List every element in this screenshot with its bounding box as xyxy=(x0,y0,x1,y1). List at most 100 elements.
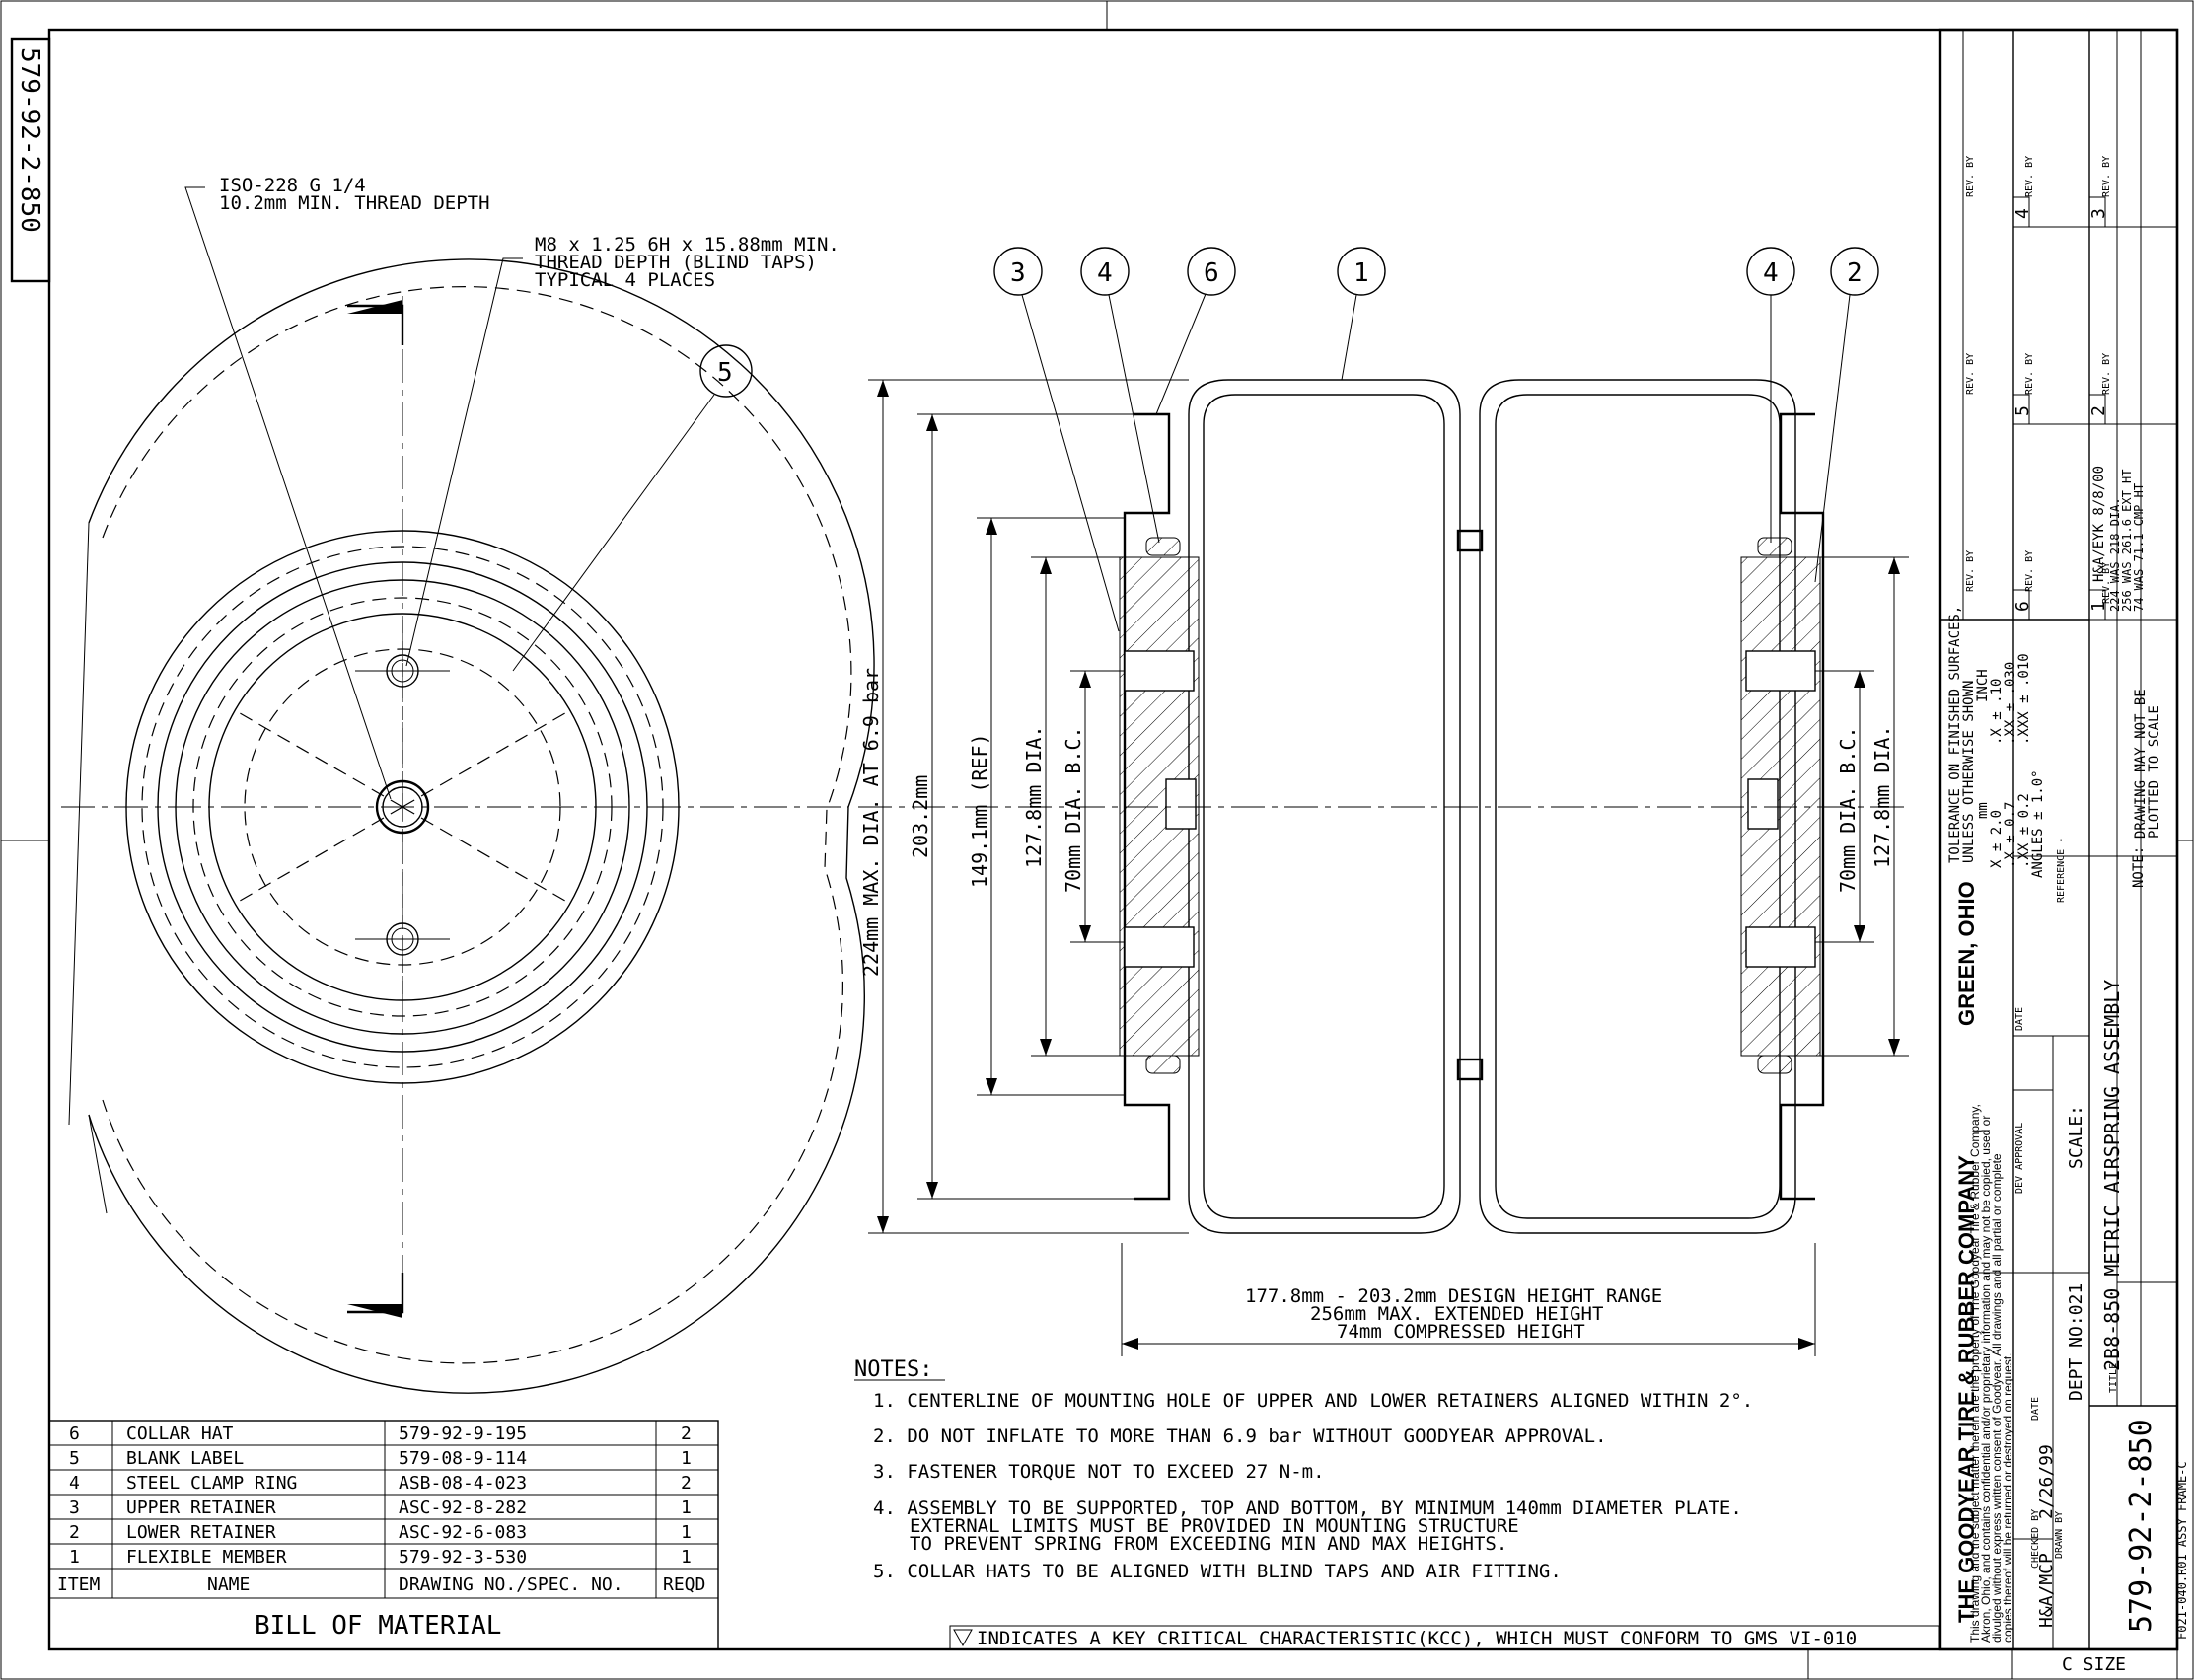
scale-label: SCALE: xyxy=(2066,1105,2086,1169)
rev-num-2: 2 xyxy=(2088,405,2109,416)
balloon-2-label: 2 xyxy=(1847,258,1863,288)
kcc-note: INDICATES A KEY CRITICAL CHARACTERISTIC(… xyxy=(949,1625,1940,1650)
rev1-line2: 256 WAS 261.6 EXT HT xyxy=(2120,470,2134,613)
drawn-by-label: DRAWN BY xyxy=(2054,1511,2065,1559)
bom-row-3-col-1: UPPER RETAINER xyxy=(126,1497,276,1518)
drawn-date: 2/26/99 xyxy=(2036,1444,2057,1519)
drawn-date-label: DATE xyxy=(2030,1397,2041,1421)
bom-row-5-col-3: 1 xyxy=(681,1547,692,1568)
tol-mm-3: .XX ± 0.2 xyxy=(2016,793,2032,868)
top-view xyxy=(61,258,875,1394)
rev-num-5: 5 xyxy=(2012,405,2033,416)
height-line1: 177.8mm - 203.2mm DESIGN HEIGHT RANGE xyxy=(1245,1285,1662,1307)
notes-heading: NOTES: xyxy=(854,1357,932,1382)
rev1-line1: 224 WAS 218 DIA. xyxy=(2108,497,2122,612)
rev-num-3: 3 xyxy=(2088,208,2109,219)
bom-row-0-col-3: 2 xyxy=(681,1424,692,1444)
balloon-1-label: 1 xyxy=(1353,258,1369,288)
bom-row-2-col-2: ASB-08-4-023 xyxy=(399,1473,527,1494)
frame-code: F021-040.R01 ASSY FRAME-C xyxy=(2175,1461,2189,1640)
dim-127-right: 127.8mm DIA. xyxy=(1870,726,1894,869)
bom-row-2-col-3: 2 xyxy=(681,1473,692,1494)
checked-label: CHECKED BY xyxy=(2030,1509,2041,1569)
section-dimensions: 224mm MAX. DIA. AT 6.9 bar 203.2mm 149.1… xyxy=(859,379,1909,1356)
iso-thread-line1: ISO-228 G 1/4 xyxy=(219,175,366,196)
dev-approval: DEV APPROVAL xyxy=(2014,1123,2025,1194)
note-3: 3. FASTENER TORQUE NOT TO EXCEED 27 N-m. xyxy=(873,1461,1325,1483)
company-name: THE GOODYEAR TIRE & RUBBER COMPANY xyxy=(1954,1155,1979,1623)
tol-in-2: .XX ± .030 xyxy=(2003,662,2018,745)
rev-by-c: REV. BY xyxy=(1965,550,1976,592)
sheet-size: C SIZE xyxy=(2062,1654,2126,1675)
proprietary-4: copies thereof will be returned or destr… xyxy=(2001,1352,2014,1643)
bom-row-1-col-1: BLANK LABEL xyxy=(126,1448,244,1469)
section-balloons: 3 4 6 1 4 2 xyxy=(993,247,1879,632)
section-view xyxy=(858,379,1904,1234)
bill-of-material: 6 COLLAR HAT 579-92-9-195 2 5 BLANK LABEL 579-… xyxy=(48,1420,719,1650)
dim-bc70-right: 70mm DIA. B.C. xyxy=(1836,726,1860,893)
note-label: NOTE: xyxy=(2131,846,2147,888)
bom-row-0-col-0: 6 xyxy=(69,1424,80,1444)
top-view-callouts: ISO-228 G 1/4 10.2mm MIN. THREAD DEPTH M… xyxy=(184,175,840,800)
bom-row-2-col-0: 4 xyxy=(69,1473,80,1494)
tol-angles: ANGLES ± 1.0° xyxy=(2030,769,2046,878)
note-4c: TO PREVENT SPRING FROM EXCEEDING MIN AND… xyxy=(910,1533,1507,1555)
rev-by-d: REV. BY xyxy=(2024,156,2035,197)
tol-in-1: .X ± .10 xyxy=(1989,679,2005,745)
title-label: TITLE xyxy=(2108,1363,2119,1393)
tol-inch-head: INCH xyxy=(1975,669,1991,702)
bom-row-3-col-0: 3 xyxy=(69,1497,80,1518)
bom-header-name: NAME xyxy=(207,1574,250,1595)
rev-by-g: REV. BY xyxy=(2101,156,2112,197)
rev-by-a: REV. BY xyxy=(1965,156,1976,197)
bom-row-1-col-2: 579-08-9-114 xyxy=(399,1448,527,1469)
kcc-note-text: INDICATES A KEY CRITICAL CHARACTERISTIC(… xyxy=(977,1628,1857,1649)
bom-row-0-col-2: 579-92-9-195 xyxy=(399,1424,527,1444)
bom-row-0-col-1: COLLAR HAT xyxy=(126,1424,234,1444)
dim-127-left: 127.8mm DIA. xyxy=(1022,726,1046,869)
proprietary-2: Akron, Ohio, and contains confidential a… xyxy=(1979,1116,1993,1643)
rev1-by: H&A/EYK 8/8/00 xyxy=(2091,466,2107,582)
m8-line1: M8 x 1.25 6H x 15.88mm MIN. xyxy=(535,234,840,256)
note-line2: PLOTTED TO SCALE xyxy=(2147,705,2162,839)
balloon-5-label: 5 xyxy=(717,358,733,388)
bom-row-3-col-3: 1 xyxy=(681,1497,692,1518)
company-location: GREEN, OHIO xyxy=(1954,881,1979,1026)
bom-row-3-col-2: ASC-92-8-282 xyxy=(399,1497,527,1518)
bom-header-reqd: REQD xyxy=(663,1574,705,1595)
note-2: 2. DO NOT INFLATE TO MORE THAN 6.9 bar W… xyxy=(873,1425,1607,1447)
height-line2: 256mm MAX. EXTENDED HEIGHT xyxy=(1310,1303,1603,1325)
title-block: THE GOODYEAR TIRE & RUBBER COMPANY GREEN… xyxy=(1938,28,2189,1651)
corner-drawing-number: 579-92-2-850 xyxy=(10,37,51,283)
balloon-3-label: 3 xyxy=(1010,258,1026,288)
proprietary-3: divulged without express written consent… xyxy=(1990,1153,2004,1643)
rev-by-e: REV. BY xyxy=(2024,353,2035,395)
balloon-5 xyxy=(699,344,753,398)
corner-number-text: 579-92-2-850 xyxy=(15,47,44,233)
note-1: 1. CENTERLINE OF MOUNTING HOLE OF UPPER … xyxy=(873,1390,1753,1412)
rev1-line3: 74 WAS 71.1 CMP HT xyxy=(2132,483,2146,612)
bom-row-4-col-1: LOWER RETAINER xyxy=(126,1522,276,1543)
balloon-4b-label: 4 xyxy=(1763,258,1779,288)
bom-row-4-col-0: 2 xyxy=(69,1522,80,1543)
drawing-title: 2B8-850 METRIC AIRSPRING ASSEMBLY xyxy=(2100,980,2124,1371)
bom-row-5-col-1: FLEXIBLE MEMBER xyxy=(126,1547,287,1568)
balloon-4a-label: 4 xyxy=(1097,258,1113,288)
rev-by-h: REV. BY xyxy=(2101,353,2112,395)
part-number: 579-92-2-850 xyxy=(2124,1419,2158,1633)
tolerance-sub: UNLESS OTHERWISE SHOWN xyxy=(1961,681,1977,863)
bom-row-2-col-1: STEEL CLAMP RING xyxy=(126,1473,297,1494)
height-line3: 74mm COMPRESSED HEIGHT xyxy=(1337,1321,1585,1343)
bom-header-drawing: DRAWING NO./SPEC. NO. xyxy=(399,1574,623,1595)
bom-row-1-col-0: 5 xyxy=(69,1448,80,1469)
rev-num-6: 6 xyxy=(2012,601,2033,612)
dim-max-dia: 224mm MAX. DIA. AT 6.9 bar xyxy=(859,668,883,977)
m8-line3: TYPICAL 4 PLACES xyxy=(535,269,715,291)
rev-num-4: 4 xyxy=(2012,208,2033,219)
bom-row-1-col-3: 1 xyxy=(681,1448,692,1469)
dept-number: DEPT NO:021 xyxy=(2066,1283,2086,1401)
bom-row-4-col-2: ASC-92-6-083 xyxy=(399,1522,527,1543)
balloon-6-label: 6 xyxy=(1204,258,1219,288)
dev-date-label: DATE xyxy=(2014,1007,2025,1031)
